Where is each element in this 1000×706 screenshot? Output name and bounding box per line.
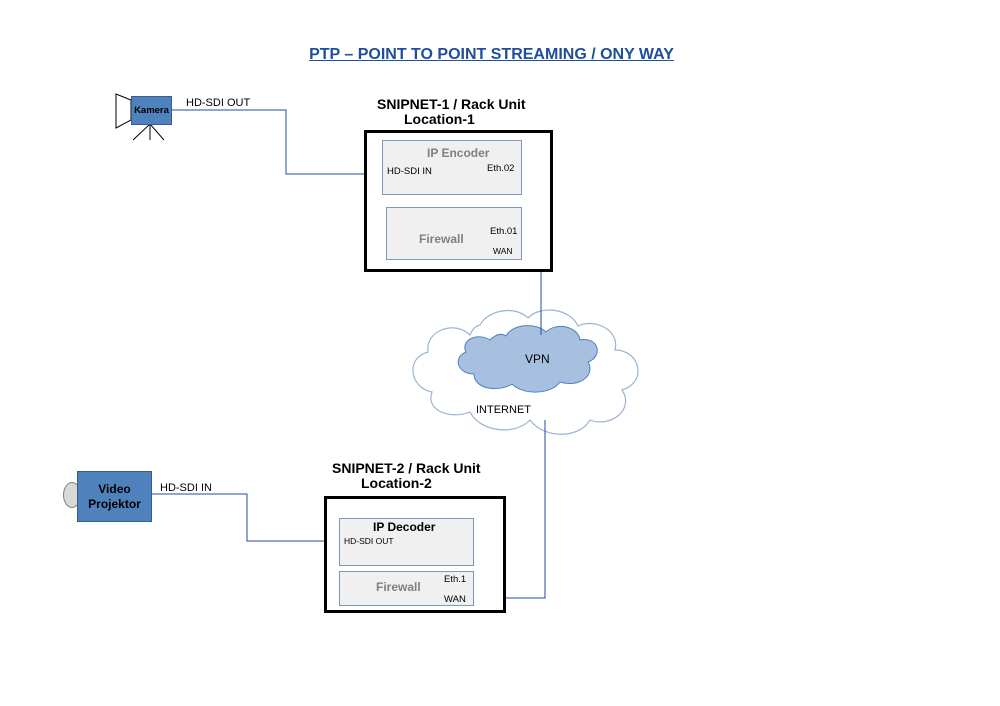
camera-output-label: HD-SDI OUT — [186, 97, 251, 109]
rack2-decoder-output-port: HD-SDI OUT — [344, 536, 394, 546]
rack1-encoder-title: IP Encoder — [427, 146, 490, 160]
rack1-encoder-eth-port: Eth.02 — [487, 163, 515, 174]
rack1-encoder-input-port: HD-SDI IN — [387, 166, 432, 177]
rack1-name: SNIPNET-1 / Rack Unit — [377, 96, 526, 112]
rack2-firewall-eth-port: Eth.1 — [444, 574, 467, 585]
page-title: PTP – POINT TO POINT STREAMING / ONY WAY — [309, 46, 674, 63]
rack2-location: Location-2 — [361, 475, 432, 491]
projector-label-line1: Video — [98, 482, 131, 496]
vpn-cloud — [457, 325, 598, 393]
internet-label: INTERNET — [476, 404, 531, 416]
rack2-firewall: Firewall Eth.1 WAN — [339, 571, 474, 606]
rack1-firewall-wan-port: WAN — [493, 246, 513, 256]
camera-lens-icon — [115, 93, 132, 129]
rack2-decoder: IP Decoder HD-SDI OUT — [339, 518, 474, 566]
projector-input-label: HD-SDI IN — [160, 482, 212, 494]
projector-label-line2: Projektor — [88, 497, 141, 511]
decoder-to-projector-cable — [152, 493, 341, 542]
rack2-firewall-wan-port: WAN — [444, 594, 466, 605]
rack1-location: Location-1 — [404, 111, 475, 127]
rack1-firewall-title: Firewall — [419, 232, 464, 246]
rack2-firewall-title: Firewall — [376, 580, 421, 594]
rack1-encoder: IP Encoder HD-SDI IN Eth.02 — [382, 140, 522, 195]
rack1-firewall-eth-port: Eth.01 — [490, 226, 518, 237]
camera-tripod-left-leg — [132, 123, 151, 141]
vpn-label: VPN — [525, 352, 550, 366]
projector-icon: Video Projektor — [77, 471, 152, 522]
camera-tripod-right-leg — [149, 123, 165, 141]
rack2-name: SNIPNET-2 / Rack Unit — [332, 460, 481, 476]
rack2-decoder-title: IP Decoder — [373, 520, 436, 534]
camera-to-encoder-cable — [172, 109, 383, 175]
rack1-firewall: Firewall Eth.01 WAN — [386, 207, 522, 260]
camera-icon: Kamera — [131, 96, 172, 125]
camera-label: Kamera — [134, 105, 169, 116]
